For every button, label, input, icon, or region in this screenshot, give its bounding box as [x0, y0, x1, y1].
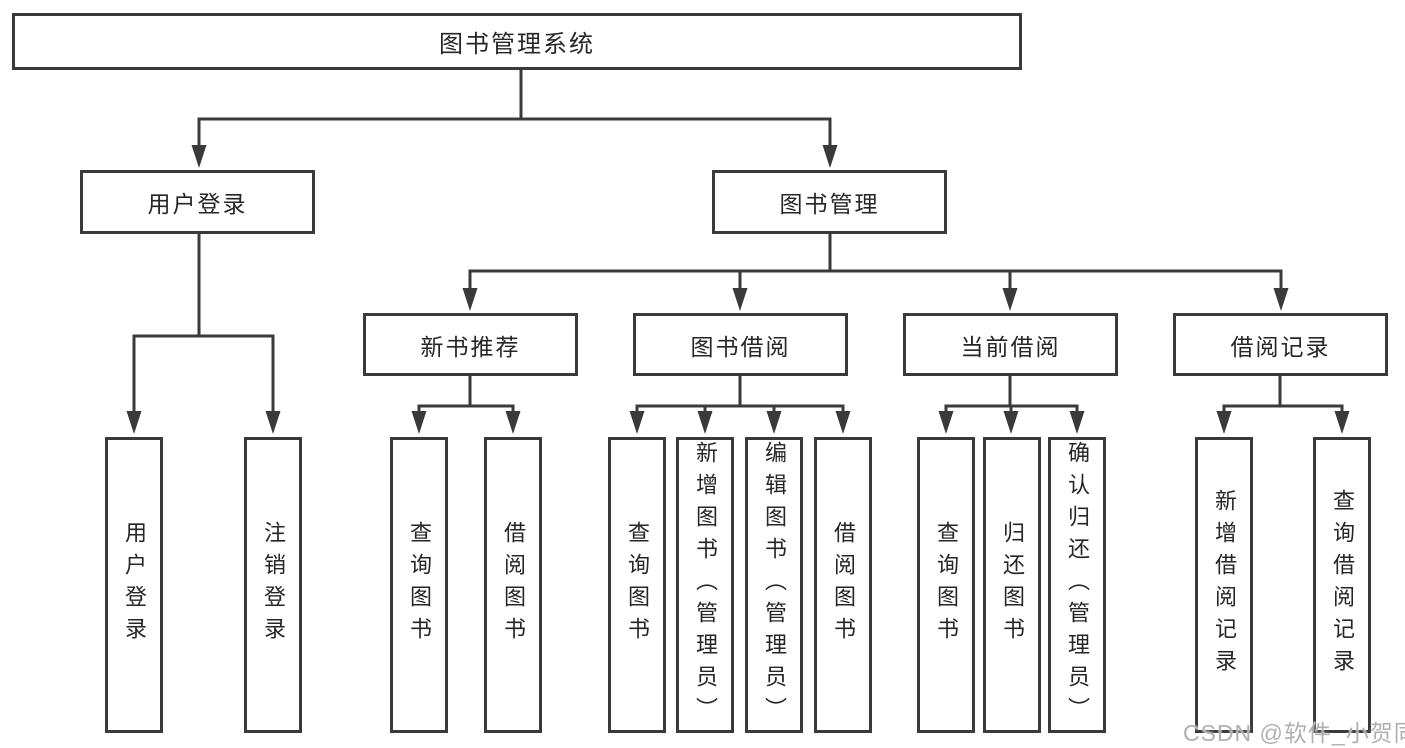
node-user-login: 用户登录	[80, 170, 315, 234]
leaf-query-borrow-record: 查询借阅记录	[1313, 437, 1371, 733]
leaf-confirm-return-admin: 确认归还（管理员）	[1048, 437, 1106, 733]
csdn-watermark: CSDN @软件_小贺同学	[1183, 720, 1405, 746]
node-library-management-system: 图书管理系统	[12, 13, 1022, 70]
leaf-return-books: 归还图书	[983, 437, 1041, 733]
node-book-management: 图书管理	[712, 170, 947, 234]
leaf-query-books-1: 查询图书	[390, 437, 448, 733]
leaf-query-books-3: 查询图书	[917, 437, 975, 733]
node-borrowing-records: 借阅记录	[1173, 313, 1388, 376]
node-current-borrowing: 当前借阅	[903, 313, 1118, 376]
node-book-borrowing: 图书借阅	[633, 313, 848, 376]
leaf-query-books-2: 查询图书	[608, 437, 666, 733]
node-new-book-recommend: 新书推荐	[363, 313, 578, 376]
leaf-add-books-admin: 新增图书（管理员）	[676, 437, 734, 733]
leaf-user-login: 用户登录	[105, 437, 163, 733]
leaf-logout: 注销登录	[244, 437, 302, 733]
leaf-borrow-books-1: 借阅图书	[484, 437, 542, 733]
leaf-add-borrow-record: 新增借阅记录	[1195, 437, 1253, 733]
arrowheads	[126, 145, 1350, 434]
leaf-edit-books-admin: 编辑图书（管理员）	[745, 437, 803, 733]
leaf-borrow-books-2: 借阅图书	[814, 437, 872, 733]
